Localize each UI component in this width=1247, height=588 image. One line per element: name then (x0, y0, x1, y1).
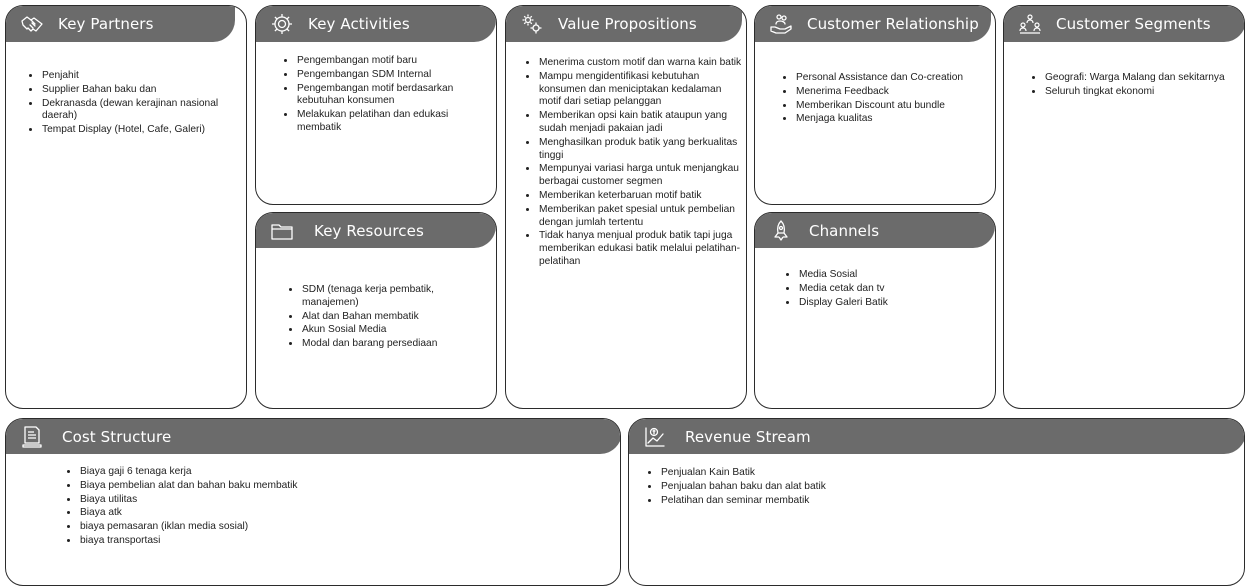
list-item: Dekranasda (dewan kerajinan nasional dae… (41, 97, 241, 124)
list-item: Modal dan barang persediaan (301, 337, 491, 351)
revenue-stream-list: Penjualan Kain Batik Penjualan bahan bak… (642, 466, 1222, 507)
key-activities-list: Pengembangan motif baru Pengembangan SDM… (278, 54, 490, 135)
list-item: Display Galeri Batik (798, 296, 990, 310)
value-propositions-header: Value Propositions (506, 6, 742, 42)
key-resources-title: Key Resources (314, 221, 424, 240)
key-activities-header: Key Activities (256, 6, 496, 42)
key-partners-title: Key Partners (58, 15, 154, 33)
list-item: Seluruh tingkat ekonomi (1044, 85, 1240, 99)
channels-header: Channels (755, 213, 995, 248)
revenue-stream-title: Revenue Stream (685, 427, 811, 446)
key-resources-header: Key Resources (256, 213, 496, 248)
customer-segments-block: Customer Segments Geografi: Warga Malang… (1003, 5, 1245, 409)
gear-icon (270, 12, 294, 36)
list-item: Biaya gaji 6 tenaga kerja (79, 465, 601, 479)
customer-relationship-header: Customer Relationship (755, 6, 991, 42)
list-item: Menjaga kualitas (795, 112, 991, 126)
list-item: Melakukan pelatihan dan edukasi membatik (296, 108, 490, 135)
key-resources-list: SDM (tenaga kerja pembatik, manajemen) A… (283, 283, 491, 351)
customer-relationship-list: Personal Assistance dan Co-creation Mene… (777, 71, 991, 126)
list-item: Memberikan keterbaruan motif batik (538, 189, 744, 203)
receipt-icon (20, 425, 44, 449)
list-item: Media Sosial (798, 268, 990, 282)
key-resources-block: Key Resources SDM (tenaga kerja pembatik… (255, 212, 497, 409)
list-item: Akun Sosial Media (301, 323, 491, 337)
channels-title: Channels (809, 221, 880, 240)
list-item: Pelatihan dan seminar membatik (660, 494, 1222, 508)
key-partners-list: Penjahit Supplier Bahan baku dan Dekrana… (23, 69, 241, 137)
list-item: Supplier Bahan baku dan (41, 83, 241, 97)
customer-segments-title: Customer Segments (1056, 15, 1211, 33)
cost-structure-list: Biaya gaji 6 tenaga kerja Biaya pembelia… (61, 465, 601, 548)
list-item: Menerima Feedback (795, 85, 991, 99)
value-propositions-list: Menerima custom motif dan warna kain bat… (520, 56, 744, 269)
list-item: Memberikan Discount atu bundle (795, 99, 991, 113)
key-partners-header: Key Partners (6, 6, 235, 42)
revenue-stream-block: Revenue Stream Penjualan Kain Batik Penj… (628, 418, 1245, 586)
gears-icon (520, 12, 544, 36)
customer-segments-list: Geografi: Warga Malang dan sekitarnya Se… (1026, 71, 1240, 99)
value-propositions-block: Value Propositions Menerima custom motif… (505, 5, 747, 409)
care-hand-icon (769, 12, 793, 36)
key-partners-block: Key Partners Penjahit Supplier Bahan bak… (5, 5, 247, 409)
list-item: Biaya utilitas (79, 493, 601, 507)
list-item: Tidak hanya menjual produk batik tapi ju… (538, 229, 744, 268)
list-item: Mampu mengidentifikasi kebutuhan konsume… (538, 70, 744, 109)
value-propositions-title: Value Propositions (558, 15, 697, 33)
list-item: Penjahit (41, 69, 241, 83)
list-item: Mempunyai variasi harga untuk menjangkau… (538, 162, 744, 189)
cost-structure-header: Cost Structure (6, 419, 620, 454)
list-item: Memberikan opsi kain batik ataupun yang … (538, 109, 744, 136)
list-item: Penjualan bahan baku dan alat batik (660, 480, 1222, 494)
key-activities-title: Key Activities (308, 15, 410, 33)
list-item: biaya pemasaran (iklan media sosial) (79, 520, 601, 534)
customer-segments-header: Customer Segments (1004, 6, 1244, 42)
list-item: Tempat Display (Hotel, Cafe, Galeri) (41, 123, 241, 137)
list-item: Biaya pembelian alat dan bahan baku memb… (79, 479, 601, 493)
customer-relationship-title: Customer Relationship (807, 15, 979, 33)
rocket-icon (769, 219, 793, 243)
key-activities-block: Key Activities Pengembangan motif baru P… (255, 5, 497, 205)
list-item: Pengembangan motif berdasarkan kebutuhan… (296, 82, 490, 109)
list-item: Pengembangan SDM Internal (296, 68, 490, 82)
list-item: Alat dan Bahan membatik (301, 310, 491, 324)
folder-icon (270, 219, 294, 243)
customer-relationship-block: Customer Relationship Personal Assistanc… (754, 5, 996, 205)
channels-block: Channels Media Sosial Media cetak dan tv… (754, 212, 996, 409)
channels-list: Media Sosial Media cetak dan tv Display … (780, 268, 990, 309)
handshake-icon (20, 12, 44, 36)
list-item: Biaya atk (79, 506, 601, 520)
list-item: Penjualan Kain Batik (660, 466, 1222, 480)
people-icon (1018, 12, 1042, 36)
list-item: Geografi: Warga Malang dan sekitarnya (1044, 71, 1240, 85)
list-item: Menerima custom motif dan warna kain bat… (538, 56, 744, 70)
cost-structure-title: Cost Structure (62, 427, 172, 446)
list-item: Memberikan paket spesial untuk pembelian… (538, 203, 744, 230)
list-item: biaya transportasi (79, 534, 601, 548)
list-item: Media cetak dan tv (798, 282, 990, 296)
list-item: Pengembangan motif baru (296, 54, 490, 68)
revenue-chart-icon (643, 425, 667, 449)
list-item: Personal Assistance dan Co-creation (795, 71, 991, 85)
list-item: SDM (tenaga kerja pembatik, manajemen) (301, 283, 491, 310)
cost-structure-block: Cost Structure Biaya gaji 6 tenaga kerja… (5, 418, 621, 586)
list-item: Menghasilkan produk batik yang berkualit… (538, 136, 744, 163)
revenue-stream-header: Revenue Stream (629, 419, 1244, 454)
